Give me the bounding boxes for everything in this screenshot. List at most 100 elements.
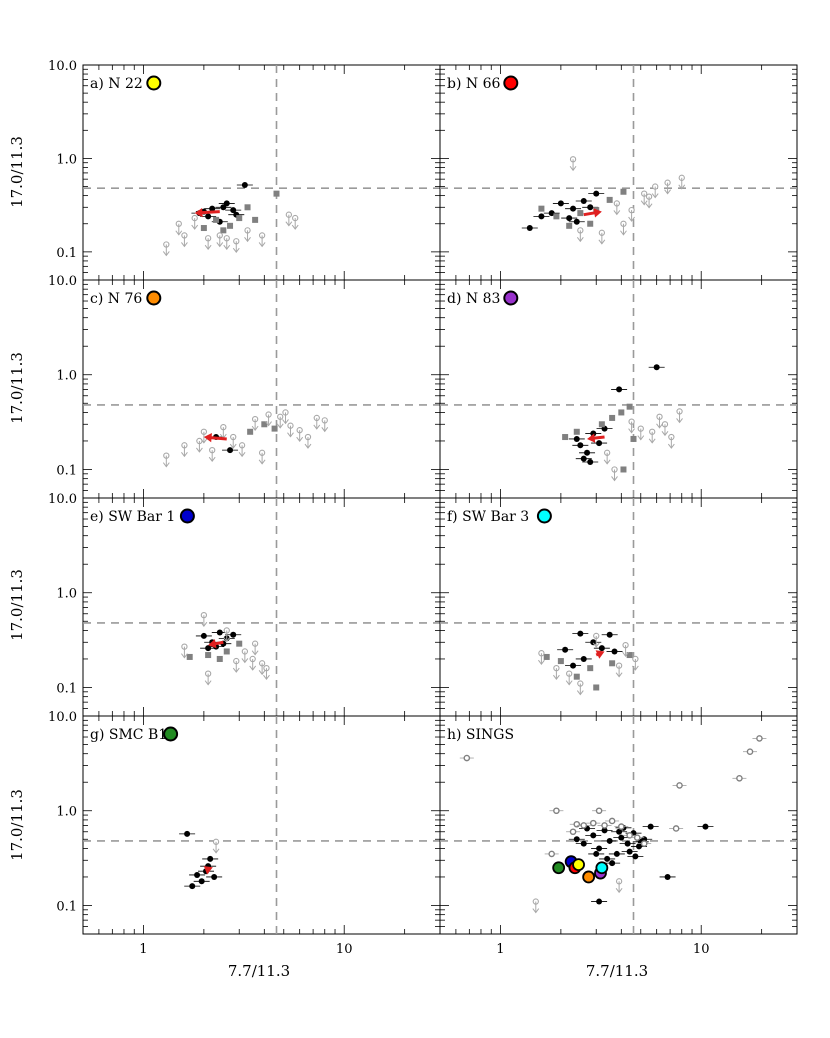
comparison-point (620, 188, 627, 195)
detection-point (611, 648, 618, 655)
detection-point (606, 837, 613, 844)
panel-title: f) SW Bar 3 (447, 509, 529, 525)
detection-point (616, 386, 623, 393)
detection-point (632, 853, 639, 860)
upper-limit-arrowhead (232, 247, 240, 254)
upper-limit-arrowhead (648, 438, 656, 444)
upper-limit-arrowhead (181, 653, 188, 659)
detection-point (241, 181, 248, 188)
detection-point (573, 218, 580, 225)
upper-limit-arrowhead (598, 239, 606, 245)
detection-point (604, 855, 611, 862)
upper-limit-arrowhead (613, 210, 621, 216)
detection-point (587, 204, 594, 211)
comparison-point (538, 205, 545, 212)
detection-point (598, 645, 605, 652)
comparison-point (569, 828, 577, 836)
upper-limit-arrowhead (628, 428, 635, 434)
upper-limit-arrowhead (244, 237, 251, 243)
shift-arrowhead (194, 207, 203, 218)
x-axis-label-left: 7.7/11.3 (228, 962, 290, 980)
y-tick-label: 0.1 (56, 246, 77, 261)
panel-frame (82, 497, 441, 717)
shift-arrowhead (593, 208, 602, 218)
shift-arrowhead (203, 433, 212, 443)
upper-limit-arrowhead (538, 659, 545, 666)
upper-limit-arrowhead (532, 908, 540, 914)
shift-arrowhead (587, 433, 596, 443)
y-tick-label: 0.1 (56, 899, 77, 914)
comparison-point (463, 754, 471, 762)
comparison-point (271, 425, 278, 432)
detection-point (596, 845, 603, 852)
comparison-point (618, 409, 625, 416)
panel-title: d) N 83 (447, 291, 500, 307)
detection-point (223, 200, 230, 207)
detection-point (230, 631, 237, 638)
region-marker (572, 858, 585, 872)
comparison-point (200, 225, 207, 232)
detection-point (593, 850, 600, 857)
comparison-point (580, 822, 588, 829)
comparison-point (593, 684, 600, 691)
detection-point (189, 883, 196, 890)
comparison-point (247, 428, 254, 435)
detection-point (626, 848, 633, 855)
shift-arrowhead (203, 866, 213, 875)
detection-point (205, 645, 212, 652)
panel-d: d) N 83 (439, 279, 798, 499)
comparison-point (573, 673, 580, 680)
upper-limit-arrowhead (223, 244, 231, 251)
detection-point (613, 850, 620, 857)
upper-limit-arrowhead (640, 200, 648, 206)
comparison-point (595, 807, 603, 815)
detection-point (220, 204, 227, 211)
upper-limit-arrowhead (651, 193, 659, 199)
upper-limit-arrowhead (287, 432, 294, 438)
comparison-point (562, 434, 569, 441)
detection-point (577, 442, 584, 449)
comparison-point (236, 215, 243, 222)
upper-limit-arrowhead (216, 242, 224, 248)
upper-limit-arrowhead (615, 887, 623, 894)
upper-limit-arrowhead (296, 436, 304, 442)
comparison-point (205, 652, 212, 659)
comparison-point (227, 222, 234, 229)
comparison-point (543, 653, 550, 660)
panel-title: e) SW Bar 1 (90, 509, 175, 525)
detection-point (609, 860, 616, 867)
detection-point (596, 898, 603, 905)
detection-point (557, 200, 564, 207)
upper-limit-arrowhead (181, 242, 188, 248)
comparison-point (573, 820, 581, 828)
panel-frame (82, 279, 441, 499)
y-tick-label: 10.0 (48, 492, 77, 507)
comparison-point (244, 204, 251, 211)
detection-point (653, 364, 660, 371)
upper-limit-arrowhead (282, 419, 289, 425)
detection-point (538, 213, 545, 220)
detection-point (570, 205, 577, 212)
panel-frame (439, 715, 798, 935)
detection-point (548, 210, 555, 217)
y-axis-label-top: 17.0/11.3 (8, 136, 26, 208)
upper-limit-arrowhead (223, 637, 231, 643)
panel-title: g) SMC B1 (90, 727, 167, 743)
comparison-point (601, 822, 608, 829)
detection-point (207, 855, 214, 862)
upper-limit-arrowhead (181, 451, 188, 458)
detection-point (573, 435, 580, 442)
detection-point (570, 662, 577, 669)
comparison-point (589, 819, 597, 827)
detection-point (590, 639, 597, 646)
panel-f: f) SW Bar 3 (439, 497, 798, 717)
comparison-point (223, 648, 230, 655)
upper-limit-arrowhead (232, 667, 240, 673)
comparison-point (220, 227, 227, 234)
y-tick-label: 0.1 (56, 681, 77, 696)
comparison-point (626, 832, 633, 839)
upper-limit-arrowhead (196, 447, 203, 453)
y-tick-label: 1.0 (56, 587, 77, 602)
detection-point (647, 823, 654, 830)
